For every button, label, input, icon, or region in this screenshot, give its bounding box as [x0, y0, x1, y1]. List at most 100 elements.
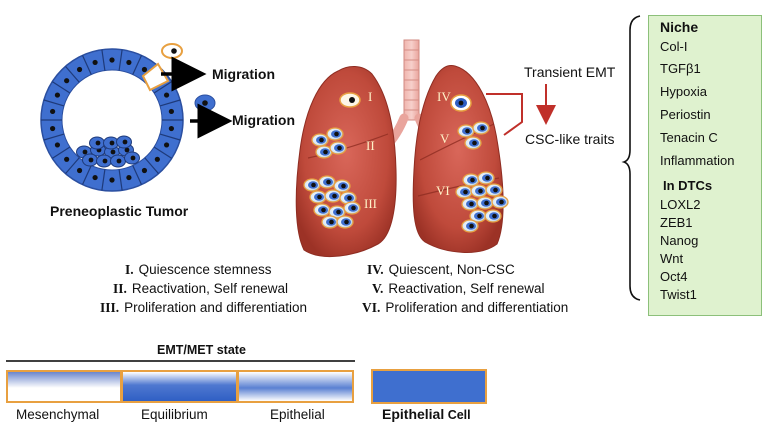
- duct-cell-nucleus: [109, 177, 115, 183]
- niche-panel: Niche Col-I TGFβ1 Hypoxia Periostin Tena…: [648, 15, 762, 316]
- lumen-cell-nucleus: [122, 139, 128, 145]
- epithelial-label: Epithelial: [270, 407, 325, 422]
- lung-tumor-cell: [328, 205, 346, 219]
- migrating-cell-bottom: [194, 94, 216, 112]
- duct-cell-nucleus: [126, 174, 132, 181]
- lung-tumor-cell: [455, 185, 473, 199]
- duct-cell-nucleus: [168, 125, 174, 132]
- lung-tumor-cell: [470, 184, 488, 198]
- lung-tumor-cell: [461, 219, 479, 233]
- lung-tumor-cell: [303, 178, 321, 192]
- stage-number: I.: [125, 262, 134, 277]
- lung-tumor-cell: [491, 195, 509, 209]
- stage-row: III. Proliferation and differentiation: [100, 300, 307, 316]
- lung-tumor-cell: [318, 175, 336, 189]
- lung-tumor-cell: [333, 179, 351, 193]
- epithelial-swatch: [237, 370, 354, 403]
- lumen-cell-nucleus: [109, 140, 115, 146]
- lung-region-VI: VI: [436, 183, 450, 198]
- duct-cell-nucleus: [54, 142, 61, 148]
- migration-label-bottom: Migration: [232, 112, 295, 128]
- transient-emt-label: Transient EMT: [524, 64, 616, 80]
- duct-cell-nucleus: [92, 59, 98, 66]
- duct-cell-nucleus: [109, 57, 115, 63]
- tumor-label: Preneoplastic Tumor: [50, 203, 189, 219]
- dtc-item: Twist1: [660, 287, 697, 302]
- stage-row: V. Reactivation, Self renewal: [372, 281, 544, 297]
- stage-number: III.: [100, 300, 120, 315]
- lung-tumor-cell: [464, 136, 482, 150]
- lumen-cell-nucleus: [102, 158, 108, 164]
- mesenchymal-label: Mesenchymal: [16, 407, 100, 422]
- stage-text: Quiescent, Non-CSC: [388, 262, 515, 277]
- dtc-title: In DTCs: [663, 178, 713, 193]
- niche-item: Periostin: [660, 107, 711, 122]
- duct-cell-nucleus: [163, 142, 170, 148]
- lung-tumor-cell: [315, 145, 333, 159]
- stage-row: I. Quiescence stemness: [125, 262, 271, 278]
- lung-tumor-cell: [321, 215, 339, 229]
- lung-cell-groups: [303, 92, 509, 233]
- lung-tumor-cell: [309, 190, 327, 204]
- lumen-cell-nucleus: [124, 147, 130, 153]
- lung-tumor-cell: [313, 203, 331, 217]
- niche-item: TGFβ1: [660, 61, 701, 76]
- non-csc-cell: [450, 94, 472, 112]
- duct-cell-nucleus: [64, 78, 70, 84]
- duct-cell-nucleus: [64, 156, 70, 162]
- lung-tumor-cell: [336, 215, 354, 229]
- lung-tumor-cell: [485, 183, 503, 197]
- niche-item: Col-I: [660, 39, 688, 54]
- stage-number: V.: [372, 281, 384, 296]
- duct-cell-nucleus: [76, 167, 83, 174]
- stage-row: VI. Proliferation and differentiation: [362, 300, 568, 316]
- stage-text: Proliferation and differentiation: [385, 300, 569, 315]
- dtc-item: Oct4: [660, 269, 688, 284]
- lung-tumor-cell: [326, 127, 344, 141]
- stage-text: Reactivation, Self renewal: [388, 281, 545, 296]
- stage-number: VI.: [362, 300, 381, 315]
- niche-item: Inflammation: [660, 153, 735, 168]
- lung-tumor-cell: [329, 141, 347, 155]
- duct-cell-nucleus: [126, 59, 132, 66]
- lung-tumor-cell: [476, 196, 494, 210]
- emt-scale-title: EMT/MET state: [157, 343, 246, 357]
- dtc-item: ZEB1: [660, 215, 693, 230]
- duct-cell-nucleus: [141, 167, 148, 174]
- mesenchymal-swatch: [6, 370, 122, 403]
- lung-region-II: II: [366, 138, 375, 153]
- niche-item: Tenacin C: [660, 130, 718, 145]
- lumen-cell-nucleus: [88, 157, 94, 163]
- lung-region-I: I: [368, 89, 373, 104]
- niche-title: Niche: [660, 19, 699, 35]
- epithelial-cell-label: Epithelial Cell: [382, 406, 471, 422]
- duct-cell-nucleus: [168, 108, 174, 115]
- duct-cell-nucleus: [92, 174, 98, 181]
- lung-tumor-cell: [343, 201, 361, 215]
- lumen-cell-cluster: [76, 135, 140, 168]
- lung-region-III: III: [364, 196, 377, 211]
- stage-text: Quiescence stemness: [138, 262, 272, 277]
- stage-text: Proliferation and differentiation: [124, 300, 308, 315]
- duct-cell-nucleus: [50, 108, 56, 115]
- duct-cell-nucleus: [76, 66, 83, 73]
- stage-number: IV.: [367, 262, 384, 277]
- lung-tumor-cell: [324, 189, 342, 203]
- dtc-item: Wnt: [660, 251, 684, 266]
- epithelial-cell-label-bold: Epithelial: [382, 406, 445, 422]
- lung-tumor-cell: [477, 171, 495, 185]
- dtc-item: Nanog: [660, 233, 699, 248]
- duct-cell-nucleus: [141, 66, 148, 73]
- equilibrium-swatch: [121, 370, 238, 403]
- lumen-cell-nucleus: [130, 155, 136, 161]
- equilibrium-label: Equilibrium: [141, 407, 208, 422]
- stage-row: II.Reactivation, Self renewal: [113, 281, 288, 297]
- lumen-cell-nucleus: [95, 140, 101, 146]
- dtc-item: LOXL2: [660, 197, 701, 212]
- duct-cell-nucleus: [163, 92, 170, 98]
- lumen-cell-nucleus: [82, 149, 88, 155]
- migration-label-top: Migration: [212, 66, 275, 82]
- lung-tumor-cell: [457, 124, 475, 138]
